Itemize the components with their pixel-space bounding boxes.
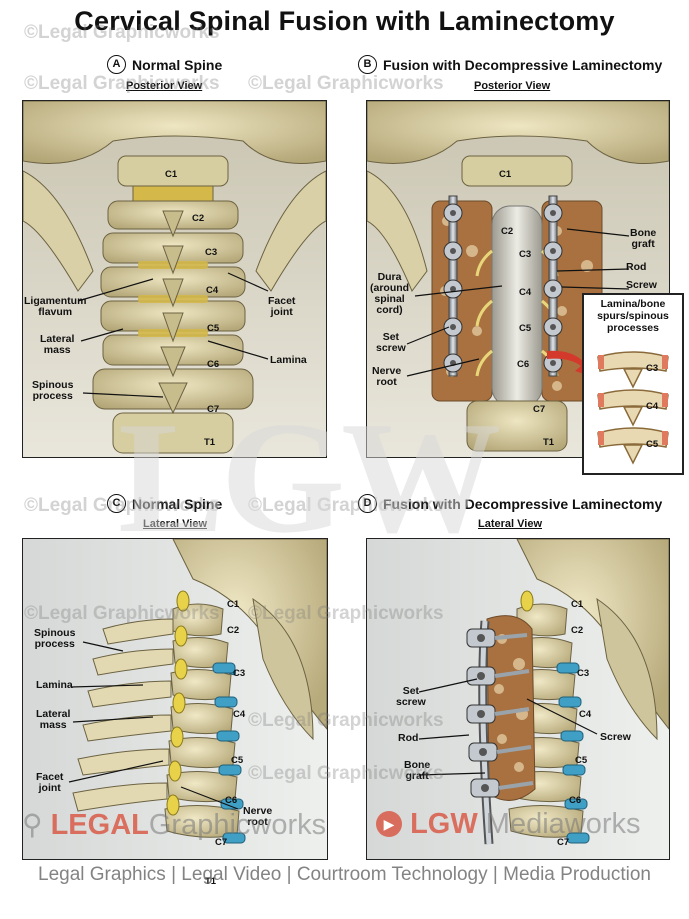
label-lateral-mass-c: Lateral mass <box>36 708 71 731</box>
panel-a-title: Normal Spine <box>132 56 223 73</box>
panel-a-view: Posterior View <box>126 80 203 92</box>
vert-c3-a: C3 <box>205 247 218 258</box>
panel-c-title: Normal Spine <box>132 495 223 512</box>
vert-c5-c: C5 <box>231 755 244 766</box>
panel-d-heading: D Fusion with Decompressive Laminectomy <box>358 494 662 513</box>
label-spinous-process-a: Spinous process <box>32 379 74 402</box>
vert-c1-b: C1 <box>499 169 512 180</box>
label-rod-b: Rod <box>626 261 647 273</box>
vert-c7-b: C7 <box>533 404 546 415</box>
vert-t1-c: T1 <box>205 876 217 887</box>
label-screw-b: Screw <box>626 279 657 291</box>
panel-a-heading: A Normal Spine <box>107 55 222 74</box>
vert-c2-b: C2 <box>501 226 514 237</box>
panel-a-badge: A <box>107 55 126 74</box>
vert-c4-d: C4 <box>579 709 592 720</box>
label-nerve-root-c: Nerve root <box>243 805 273 828</box>
panel-a-illustration: C1 C2 C3 C4 C5 C6 C7 T1 <box>22 100 327 458</box>
vert-c5-a: C5 <box>207 323 220 334</box>
label-rod-d: Rod <box>398 732 419 744</box>
vert-c4-b: C4 <box>519 287 532 298</box>
brand-lgw-mediaworks: ▶ LGW Mediaworks <box>376 808 641 841</box>
panel-b-heading: B Fusion with Decompressive Laminectomy <box>358 55 662 74</box>
vert-c3-c: C3 <box>233 668 246 679</box>
panel-c-view: Lateral View <box>143 518 207 530</box>
panel-b-view: Posterior View <box>474 80 551 92</box>
label-nerve-root-b: Nerve root <box>372 365 402 388</box>
vert-t1-a: T1 <box>204 437 216 448</box>
brand-right-a: LGW <box>410 808 478 840</box>
vert-c1-d: C1 <box>571 599 584 610</box>
play-icon: ▶ <box>376 811 402 837</box>
watermark: ©Legal Graphicworks <box>248 73 444 94</box>
panel-d-badge: D <box>358 494 377 513</box>
vert-c4-c: C4 <box>233 709 246 720</box>
panel-c-illustration: C1 C2 C3 C4 C5 C6 C7 <box>22 538 328 860</box>
label-lamina-a: Lamina <box>270 354 307 366</box>
panel-d-title: Fusion with Decompressive Laminectomy <box>383 495 663 512</box>
vert-c2-a: C2 <box>192 213 205 224</box>
label-facet-joint-a: Facet joint <box>268 295 296 318</box>
label-bone-graft-b: Bone graft <box>630 227 657 250</box>
vert-t1-b: T1 <box>543 437 555 448</box>
vert-c3-b: C3 <box>519 249 532 260</box>
vert-c3-d: C3 <box>577 668 590 679</box>
panel-d-view: Lateral View <box>478 518 542 530</box>
footer-tagline: Legal Graphics | Legal Video | Courtroom… <box>38 864 651 885</box>
inset-c4: C4 <box>646 401 659 412</box>
vert-c4-a: C4 <box>206 285 219 296</box>
label-bone-graft-d: Bone graft <box>404 759 431 782</box>
vert-c1-c: C1 <box>227 599 240 610</box>
panel-c-badge: C <box>107 494 126 513</box>
label-set-screw-d: Set screw <box>396 685 426 708</box>
vert-c6-c: C6 <box>225 795 238 806</box>
brand-left-a: LEGAL <box>50 809 149 841</box>
panel-b-badge: B <box>358 55 377 74</box>
vert-c5-b: C5 <box>519 323 532 334</box>
panel-b-title: Fusion with Decompressive Laminectomy <box>383 56 663 73</box>
vert-c2-d: C2 <box>571 625 584 636</box>
label-spinous-process-c: Spinous process <box>34 627 76 650</box>
page-title: Cervical Spinal Fusion with Laminectomy <box>74 6 615 36</box>
vert-c7-a: C7 <box>207 404 220 415</box>
vert-c1-a: C1 <box>165 169 178 180</box>
magnifier-icon: ⚲ <box>22 809 43 840</box>
vert-c2-c: C2 <box>227 625 240 636</box>
label-set-screw-b: Set screw <box>376 331 406 354</box>
vert-c7-c: C7 <box>215 837 228 848</box>
inset-title: Lamina/bone spurs/spinous processes <box>597 298 669 334</box>
inset-c5: C5 <box>646 439 659 450</box>
label-screw-d: Screw <box>600 731 631 743</box>
label-facet-joint-c: Facet joint <box>36 771 64 794</box>
label-ligamentum-flavum-a: Ligamentum flavum <box>24 295 87 318</box>
inset-removed-lamina: Lamina/bone spurs/spinous processes C3 C… <box>582 293 684 475</box>
brand-left-b: Graphicworks <box>148 809 327 841</box>
inset-c3: C3 <box>646 363 659 374</box>
panel-c-heading: C Normal Spine <box>107 494 222 513</box>
vert-c7-d: C7 <box>557 837 570 848</box>
brand-legal-graphicworks: ⚲ LEGALGraphicworks <box>22 808 326 842</box>
panel-d-illustration: C1 C2 C3 C4 C5 C6 C7 <box>366 538 670 860</box>
label-dura-b: Dura (around spinal cord) <box>370 271 410 316</box>
vert-c6-b: C6 <box>517 359 530 370</box>
brand-right-b: Mediaworks <box>485 808 641 840</box>
vert-c5-d: C5 <box>575 755 588 766</box>
label-lamina-c: Lamina <box>36 679 73 691</box>
vert-c6-a: C6 <box>207 359 220 370</box>
vert-c6-d: C6 <box>569 795 582 806</box>
label-lateral-mass-a: Lateral mass <box>40 333 75 356</box>
